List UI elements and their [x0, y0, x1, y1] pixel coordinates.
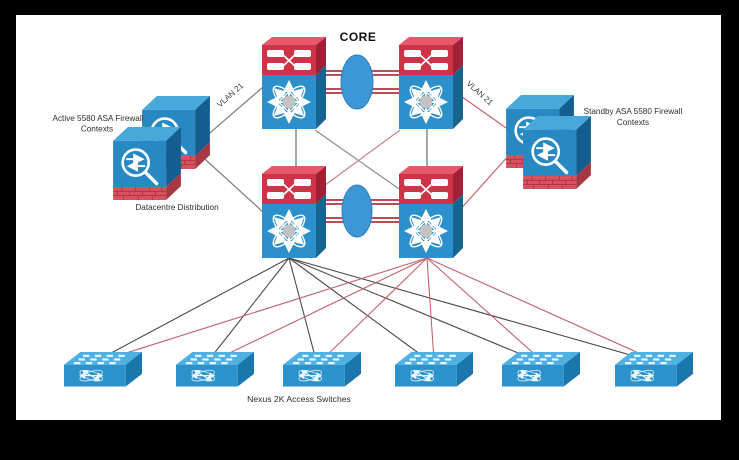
core-switch-left-icon — [262, 37, 326, 129]
standby-firewall-front-icon — [523, 116, 591, 189]
active-firewall-front-icon — [113, 127, 181, 200]
core-label: CORE — [340, 30, 377, 44]
access-switch-6-icon — [615, 352, 693, 386]
access-switch-2-icon — [176, 352, 254, 386]
link-activefw-distL — [195, 150, 264, 213]
standby-firewall-label: Standby ASA 5580 Firewall Contexts — [584, 107, 683, 127]
distribution-label: Datacentre Distribution — [135, 203, 219, 212]
svg-text:Contexts: Contexts — [617, 118, 649, 127]
link-coreR-distL — [316, 129, 401, 192]
access-switch-5-icon — [502, 352, 580, 386]
access-switch-3-icon — [283, 352, 361, 386]
fanout-distR-access — [103, 257, 655, 361]
core-switch-right-icon — [399, 37, 463, 129]
access-switches-label: Nexus 2K Access Switches — [247, 394, 351, 404]
distribution-portchannel-ellipse — [341, 184, 373, 238]
active-firewall-label: Active 5580 ASA Firewall Contexts — [52, 114, 143, 134]
distribution-switch-right-icon — [399, 166, 463, 258]
fanout-distL-access — [97, 257, 649, 361]
distribution-switch-left-icon — [262, 166, 326, 258]
access-switch-4-icon — [395, 352, 473, 386]
access-switch-1-icon — [64, 352, 142, 386]
svg-text:Active 5580 ASA Firewall: Active 5580 ASA Firewall — [52, 114, 143, 123]
core-portchannel-ellipse — [340, 54, 374, 110]
svg-text:Standby ASA 5580 Firewall: Standby ASA 5580 Firewall — [584, 107, 683, 116]
svg-text:Contexts: Contexts — [81, 125, 113, 134]
